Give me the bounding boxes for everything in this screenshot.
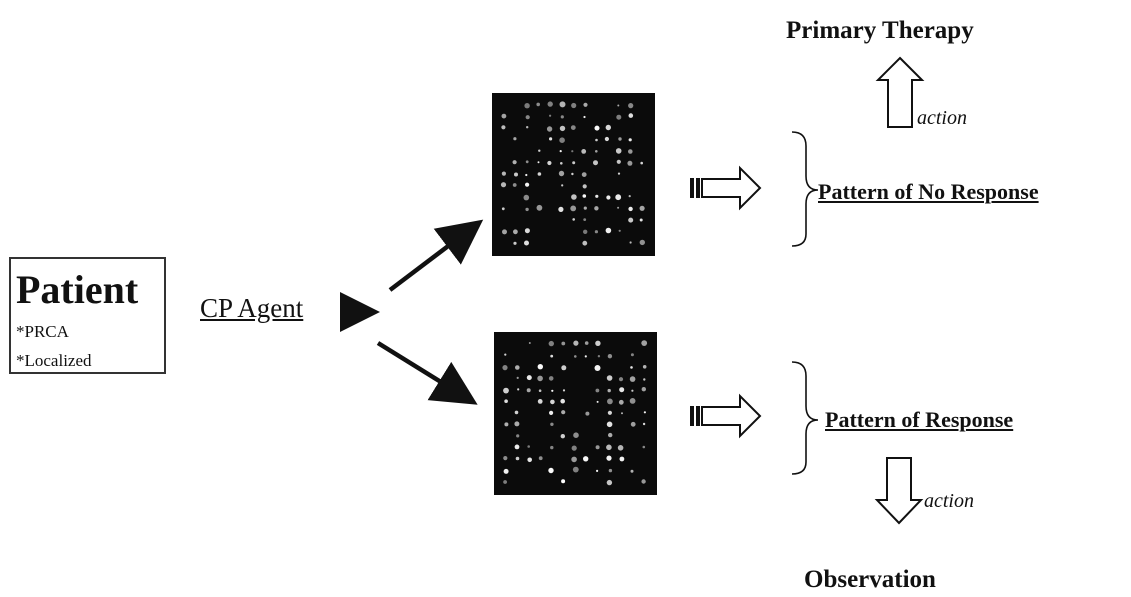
pattern-no-response-label: Pattern of No Response <box>818 179 1039 204</box>
agent-label: CP Agent <box>200 293 304 323</box>
primary-therapy-label: Primary Therapy <box>786 17 974 44</box>
action-down-arrow-icon <box>874 457 924 525</box>
patient-attribute-prca: *PRCA <box>16 322 69 341</box>
brace-top-icon <box>791 131 819 247</box>
observation-label: Observation <box>804 566 936 593</box>
microarray-spots-top <box>500 101 645 246</box>
action-label-bottom: action <box>924 490 974 512</box>
patient-box <box>9 257 166 374</box>
pattern-response-label: Pattern of Response <box>825 407 1014 432</box>
microarray-spots-bottom <box>502 340 648 486</box>
microarray-image-no-response <box>492 93 655 256</box>
arrow-to-top-panel-icon <box>388 219 484 292</box>
action-label-top: action <box>917 107 967 129</box>
patient-attribute-localized: *Localized <box>16 351 92 370</box>
arrow-to-bottom-panel-icon <box>376 341 478 405</box>
action-up-arrow-icon <box>875 56 925 128</box>
block-arrow-right-top-icon <box>690 165 762 211</box>
microarray-image-response <box>494 332 657 495</box>
patient-title: Patient <box>16 267 139 312</box>
brace-bottom-icon <box>791 361 819 475</box>
block-arrow-right-bottom-icon <box>690 393 762 439</box>
